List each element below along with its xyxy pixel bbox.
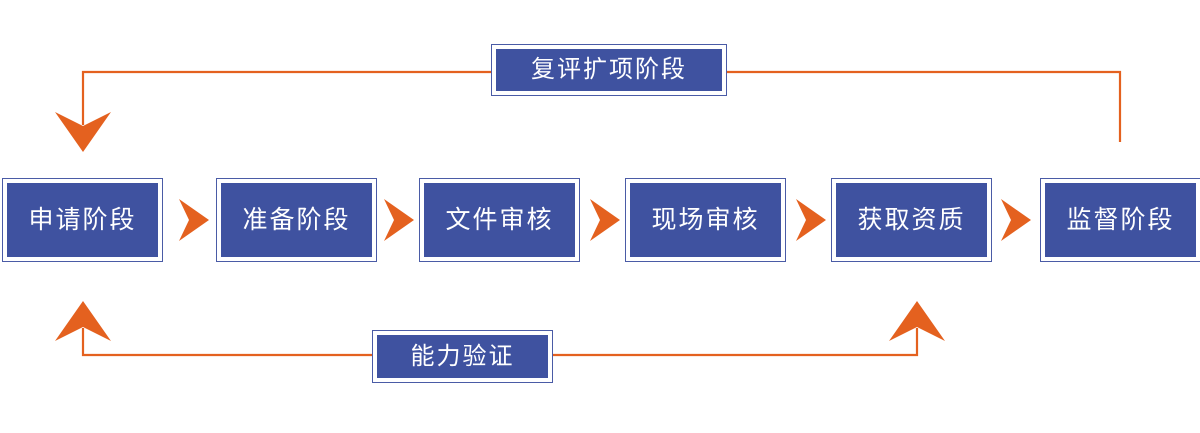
process-step-prepare-label: 准备阶段 bbox=[242, 205, 351, 234]
feedback-node-reassessment[interactable]: 复评扩项阶段 bbox=[491, 44, 727, 96]
process-step-document-review-label: 文件审核 bbox=[445, 205, 554, 234]
process-step-onsite-review-body: 现场审核 bbox=[629, 182, 782, 258]
feedback-node-proficiency-testing-label: 能力验证 bbox=[410, 342, 515, 370]
bottom-loop-arrowhead-up-left-icon bbox=[55, 301, 111, 341]
chevron-right-icon bbox=[179, 199, 209, 241]
bottom-loop-line-left bbox=[81, 328, 372, 357]
bottom-loop-line-right bbox=[553, 328, 919, 357]
chevron-right-icon bbox=[1001, 199, 1031, 241]
process-step-obtain-qualification-label: 获取资质 bbox=[857, 205, 966, 234]
chevron-right-icon bbox=[384, 199, 414, 241]
process-step-apply[interactable]: 申请阶段 bbox=[2, 178, 163, 262]
process-step-onsite-review[interactable]: 现场审核 bbox=[625, 178, 786, 262]
process-step-supervision-body: 监督阶段 bbox=[1044, 182, 1197, 258]
top-loop-arrowhead-down-icon bbox=[55, 112, 111, 152]
process-step-obtain-qualification[interactable]: 获取资质 bbox=[831, 178, 992, 262]
process-step-prepare[interactable]: 准备阶段 bbox=[216, 178, 377, 262]
process-step-document-review[interactable]: 文件审核 bbox=[419, 178, 580, 262]
process-step-apply-body: 申请阶段 bbox=[6, 182, 159, 258]
process-step-supervision-label: 监督阶段 bbox=[1066, 205, 1175, 234]
chevron-right-icon bbox=[590, 199, 620, 241]
process-step-onsite-review-label: 现场审核 bbox=[651, 205, 760, 234]
process-step-obtain-qualification-body: 获取资质 bbox=[835, 182, 988, 258]
process-step-supervision[interactable]: 监督阶段 bbox=[1040, 178, 1200, 262]
process-step-prepare-body: 准备阶段 bbox=[220, 182, 373, 258]
feedback-node-reassessment-body: 复评扩项阶段 bbox=[495, 48, 723, 92]
feedback-node-proficiency-testing[interactable]: 能力验证 bbox=[372, 330, 553, 383]
process-step-document-review-body: 文件审核 bbox=[423, 182, 576, 258]
chevron-right-icon bbox=[796, 199, 826, 241]
feedback-node-reassessment-label: 复评扩项阶段 bbox=[531, 56, 687, 83]
process-step-apply-label: 申请阶段 bbox=[28, 205, 137, 234]
bottom-loop-arrowhead-up-right-icon bbox=[889, 301, 945, 341]
feedback-node-proficiency-testing-body: 能力验证 bbox=[376, 334, 549, 379]
